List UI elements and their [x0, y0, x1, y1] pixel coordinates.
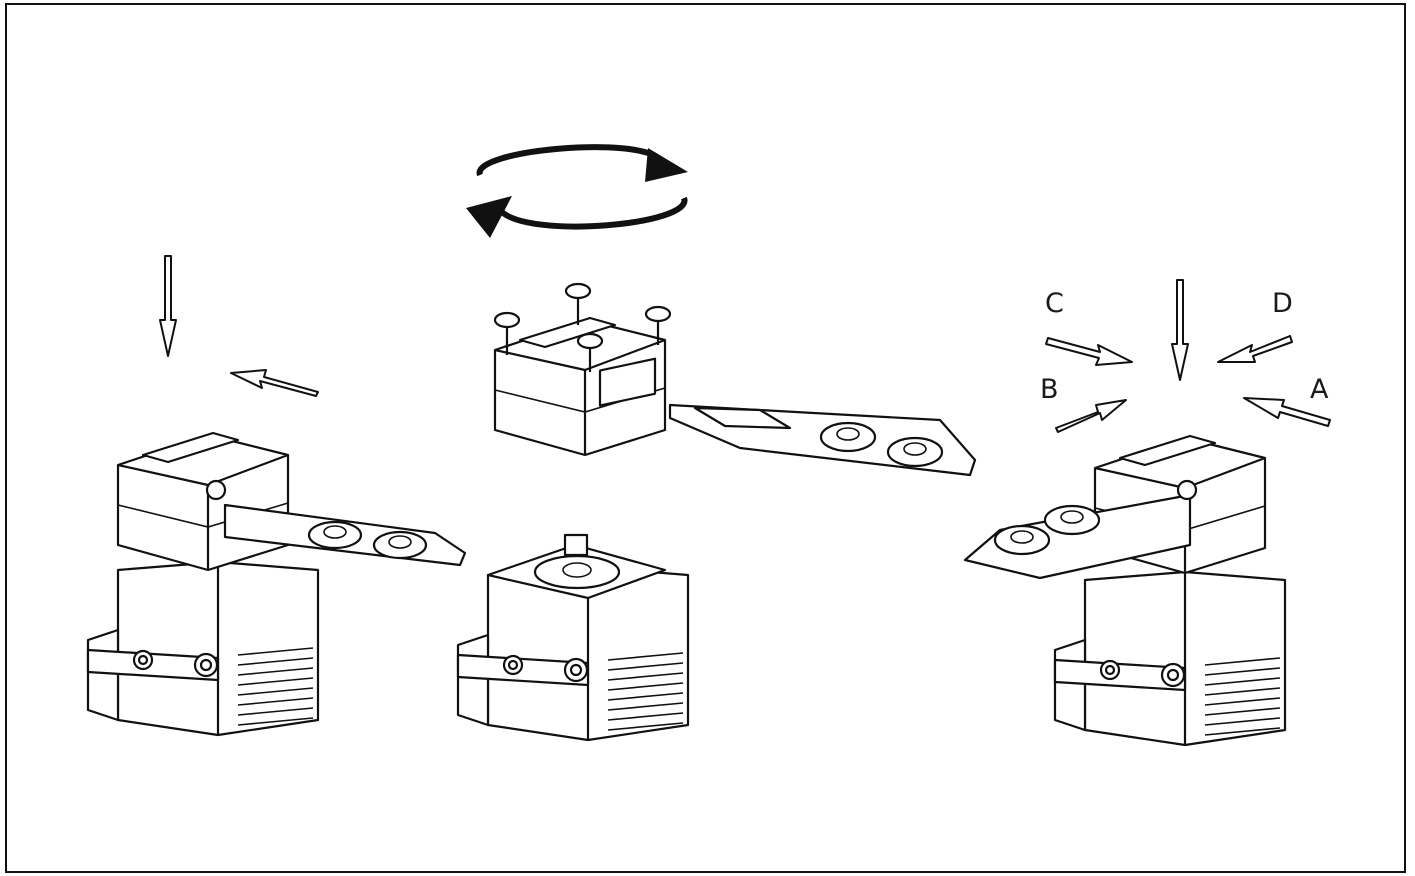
center-switch-base [456, 533, 690, 742]
center-actuator-plate [668, 403, 977, 477]
left-switch-assembly [86, 431, 467, 737]
diagram-frame [5, 3, 1406, 873]
arrow-d-icon [1217, 335, 1293, 363]
arrow-b-icon [1055, 399, 1127, 433]
center-switch-head [493, 282, 672, 457]
down-arrow-icon [159, 255, 177, 357]
down-arrow-icon [1171, 279, 1189, 381]
label-c: C [1045, 288, 1064, 319]
arrow-c-icon [1045, 337, 1133, 366]
arrow-a-icon [1243, 397, 1331, 427]
right-switch-assembly [963, 434, 1287, 747]
label-b: B [1040, 374, 1059, 405]
rotate-arrows-icon [466, 144, 688, 238]
label-d: D [1272, 288, 1293, 319]
insert-arrow-icon [230, 369, 319, 397]
label-a: A [1310, 374, 1329, 405]
